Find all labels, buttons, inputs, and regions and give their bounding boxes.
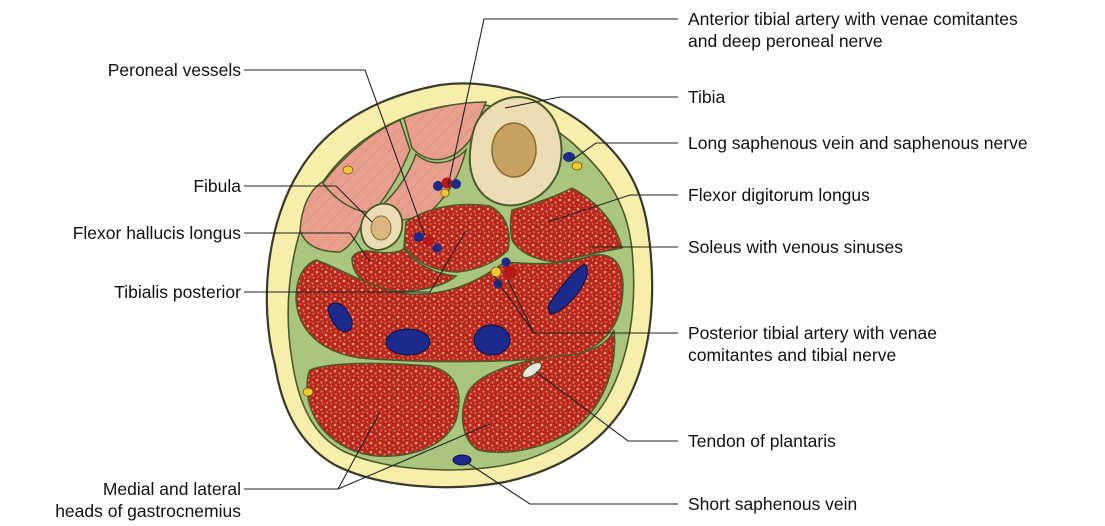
label-fibula: Fibula: [193, 175, 241, 197]
tibia-bone: [470, 97, 562, 205]
venous-sinus: [386, 329, 430, 355]
label-soleus: Soleus with venous sinuses: [688, 236, 903, 258]
venous-sinus: [474, 325, 510, 355]
label-anterior-tibial-line2: and deep peroneal nerve: [688, 30, 1018, 52]
label-tendon-of-plantaris: Tendon of plantaris: [688, 430, 836, 452]
label-posterior-tibial-line1: Posterior tibial artery with venae: [688, 322, 937, 344]
label-posterior-tibial-line2: comitantes and tibial nerve: [688, 344, 937, 366]
label-short-saphenous-vein: Short saphenous vein: [688, 493, 857, 515]
label-peroneal-vessels: Peroneal vessels: [108, 59, 241, 81]
label-flexor-digitorum-longus: Flexor digitorum longus: [688, 184, 870, 206]
fat-lobule: [303, 388, 313, 396]
label-gastrocnemius: Medial and lateral heads of gastrocnemiu…: [55, 478, 241, 522]
label-gastrocnemius-line1: Medial and lateral: [55, 478, 241, 500]
label-gastrocnemius-line2: heads of gastrocnemius: [55, 500, 241, 522]
label-anterior-tibial-line1: Anterior tibial artery with venae comita…: [688, 8, 1018, 30]
label-flexor-hallucis-longus: Flexor hallucis longus: [73, 222, 241, 244]
label-long-saphenous: Long saphenous vein and saphenous nerve: [688, 132, 1028, 154]
label-posterior-tibial: Posterior tibial artery with venae comit…: [688, 322, 937, 366]
label-tibialis-posterior: Tibialis posterior: [114, 281, 241, 303]
fat-lobule: [343, 166, 353, 174]
label-tibia: Tibia: [688, 86, 725, 108]
label-anterior-tibial: Anterior tibial artery with venae comita…: [688, 8, 1018, 52]
